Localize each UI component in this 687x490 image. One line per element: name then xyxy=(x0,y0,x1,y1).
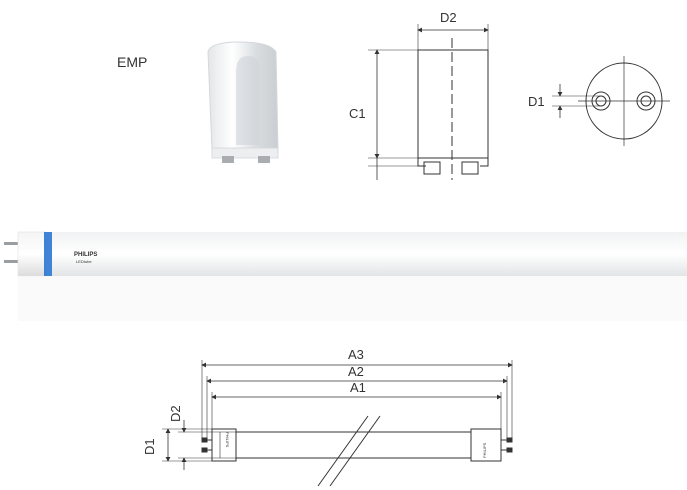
starter-width-label: D2 xyxy=(440,10,457,25)
starter-pin-label: D1 xyxy=(528,94,545,109)
starter-height-label: C1 xyxy=(349,106,366,121)
dim-a2-label: A2 xyxy=(348,364,364,379)
tube-photo xyxy=(4,231,687,321)
starter-model-label: EMP xyxy=(117,54,147,70)
tube-drawing-right-cap-text: PHILIPS xyxy=(482,442,487,458)
dim-a1-label: A1 xyxy=(350,380,366,395)
starter-top-view xyxy=(552,56,670,146)
dim-a3-label: A3 xyxy=(348,347,364,362)
dim-d2-label: D2 xyxy=(168,405,183,422)
tube-blue-ring xyxy=(44,232,52,276)
tube-subbrand: LEDtube xyxy=(76,259,92,264)
tube-drawing xyxy=(162,360,513,487)
tube-drawing-left-cap-text: PHILIPS xyxy=(225,432,230,448)
dim-d1-label: D1 xyxy=(142,438,157,455)
starter-photo xyxy=(207,41,279,163)
starter-side-drawing xyxy=(368,24,489,180)
tube-brand-logo: PHILIPS xyxy=(74,252,97,258)
